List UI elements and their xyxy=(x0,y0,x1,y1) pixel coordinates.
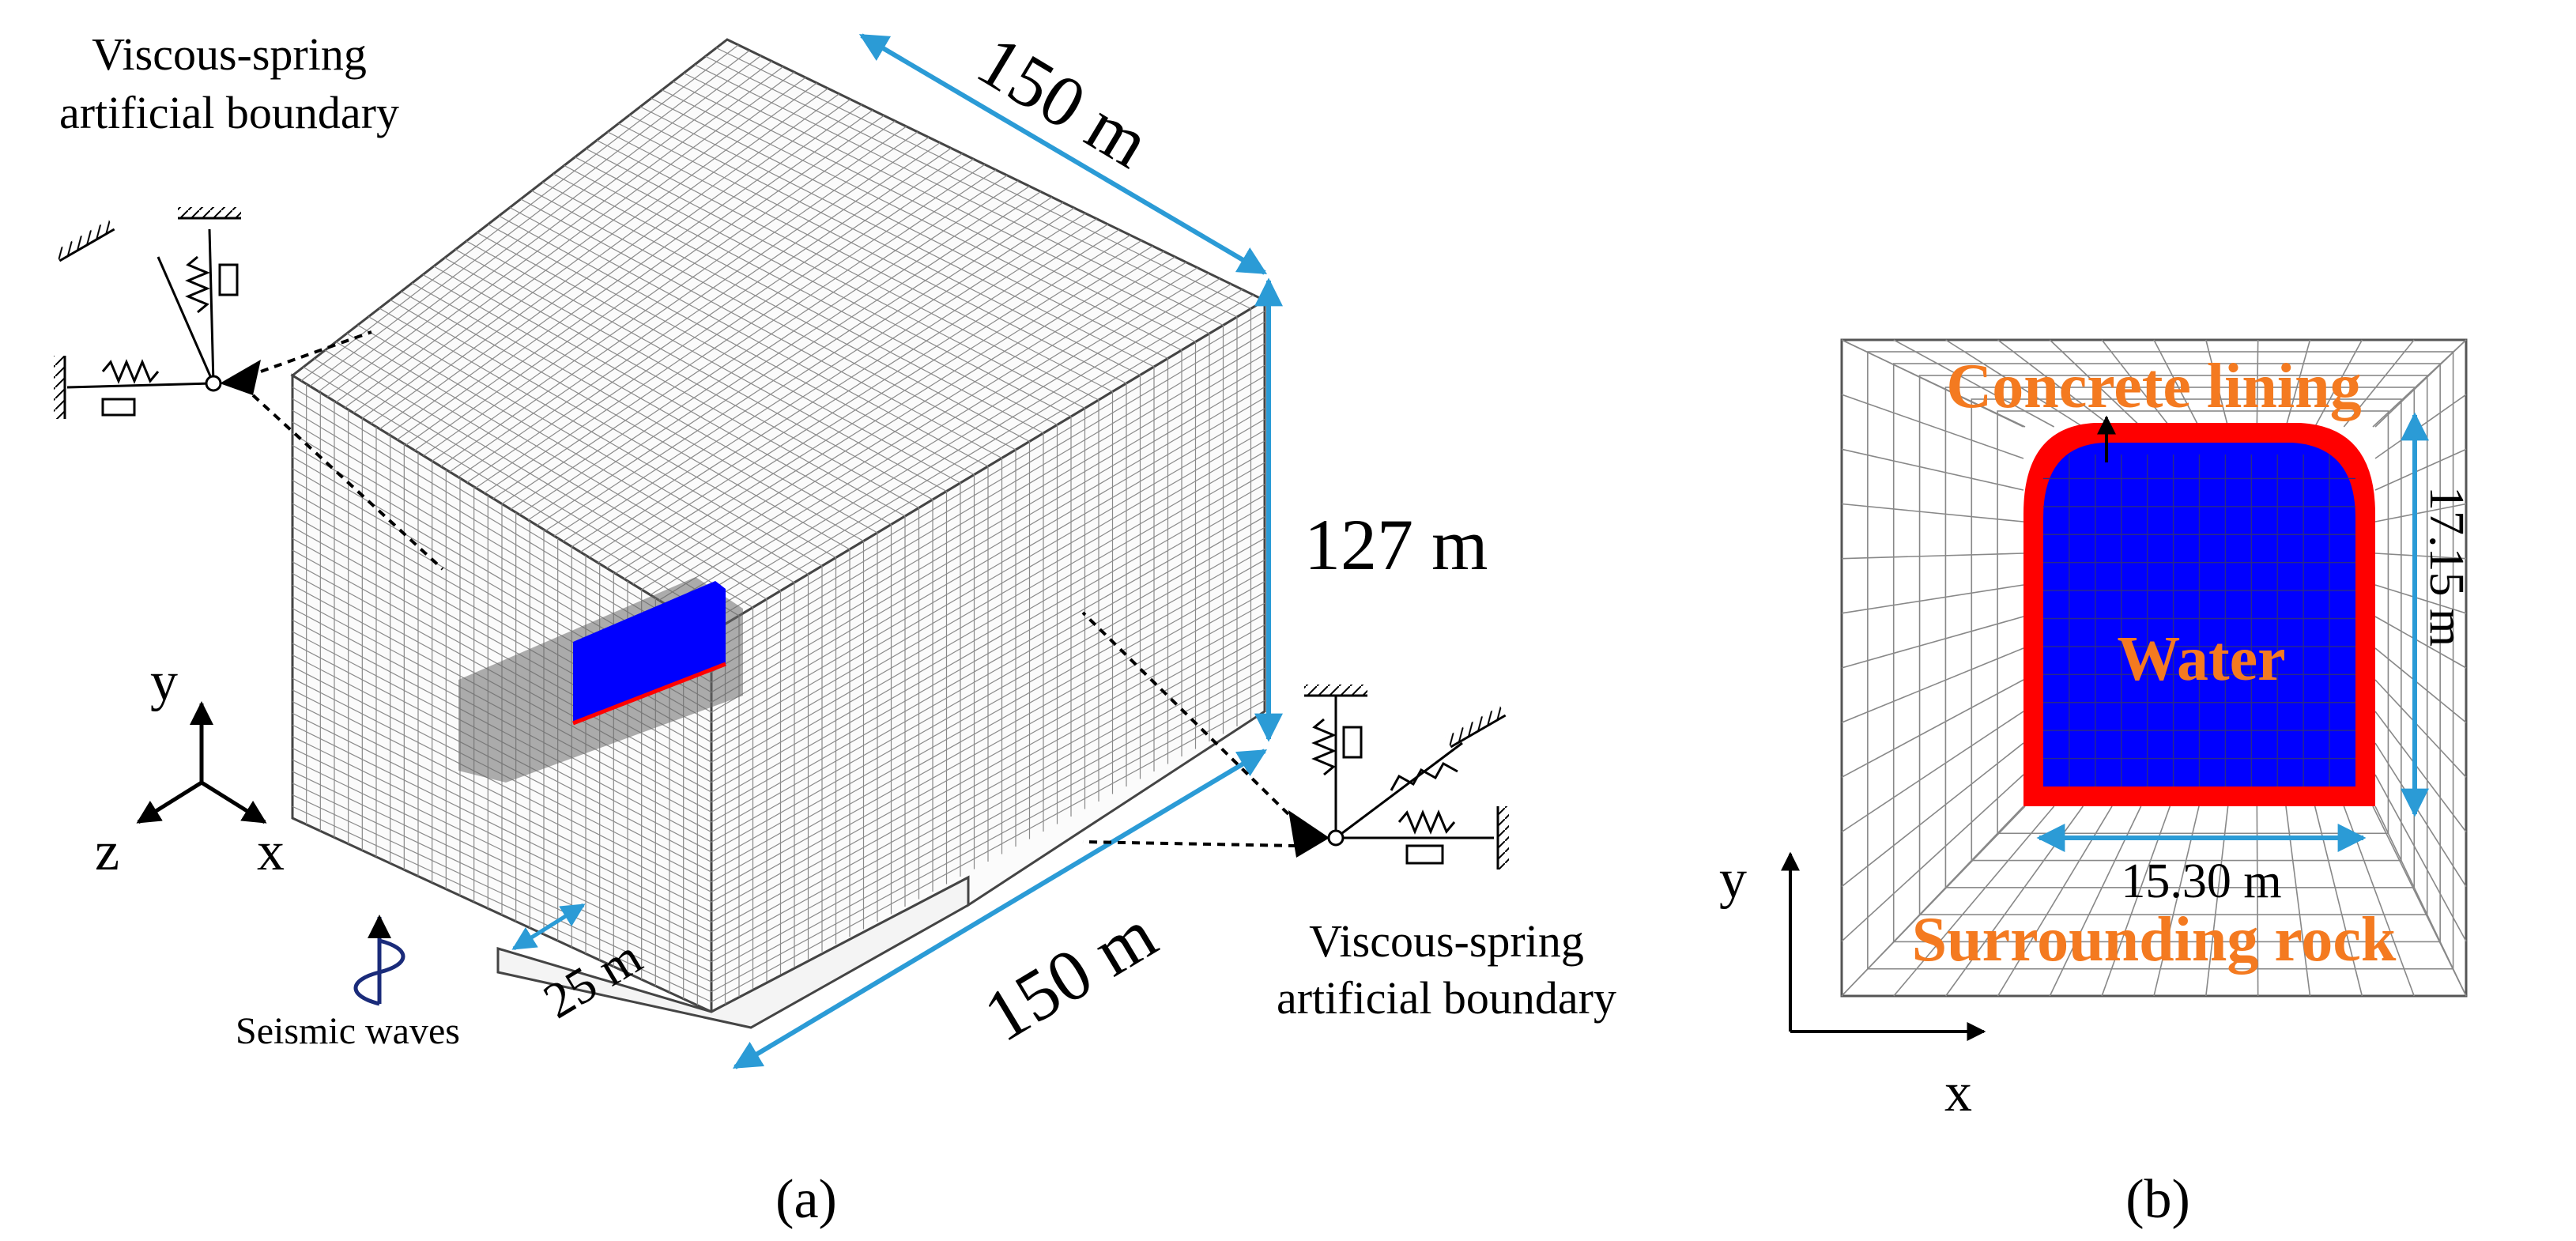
boundary-right-line2: artificial boundary xyxy=(1277,972,1616,1024)
boundary-symbol-right xyxy=(1081,611,1509,869)
dim-section-height-label: 17.15 m xyxy=(2419,486,2473,647)
dim-bottom-length-arrow xyxy=(732,749,1268,1069)
boundary-left-line1: Viscous-spring xyxy=(92,28,367,80)
dim-height-label: 127 m xyxy=(1304,504,1488,585)
axis-b-y-label: y xyxy=(1719,849,1747,910)
dim-top-length-label: 150 m xyxy=(964,20,1164,183)
boundary-left-line2: artificial boundary xyxy=(59,87,399,138)
seismic-wave-icon xyxy=(353,915,405,1006)
label-concrete-lining: Concrete lining xyxy=(1946,352,2361,421)
axes-a xyxy=(136,701,267,824)
tunnel-lining-edge xyxy=(572,662,726,726)
dim-section-width-label: 15.30 m xyxy=(2121,854,2281,908)
axis-b-x-label: x xyxy=(1944,1062,1972,1123)
tunnel-water xyxy=(573,581,726,723)
panel-b-label: (b) xyxy=(2125,1169,2190,1230)
dim-top-length-arrow xyxy=(858,33,1268,275)
dim-bottom-length-label: 150 m xyxy=(971,893,1170,1057)
label-water: Water xyxy=(2117,624,2285,694)
water-mesh xyxy=(2043,455,2355,786)
axis-a-y-label: y xyxy=(150,651,178,712)
panel-a-model: 150 m 127 m 150 m 25 m xyxy=(54,20,1616,1230)
axis-a-x-label: x xyxy=(257,821,285,882)
boundary-symbol-left xyxy=(54,207,444,571)
boundary-right-line1: Viscous-spring xyxy=(1309,915,1584,967)
panel-a-label: (a) xyxy=(775,1169,837,1230)
panel-b-section: 17.15 m 15.30 m Concrete lining Water Su… xyxy=(1719,338,2473,1230)
dim-width-arrow xyxy=(511,903,586,951)
label-surrounding-rock: Surrounding rock xyxy=(1912,905,2397,975)
axes-b xyxy=(1781,851,1986,1041)
seismic-label: Seismic waves xyxy=(236,1010,460,1052)
axis-a-z-label: z xyxy=(95,821,119,882)
